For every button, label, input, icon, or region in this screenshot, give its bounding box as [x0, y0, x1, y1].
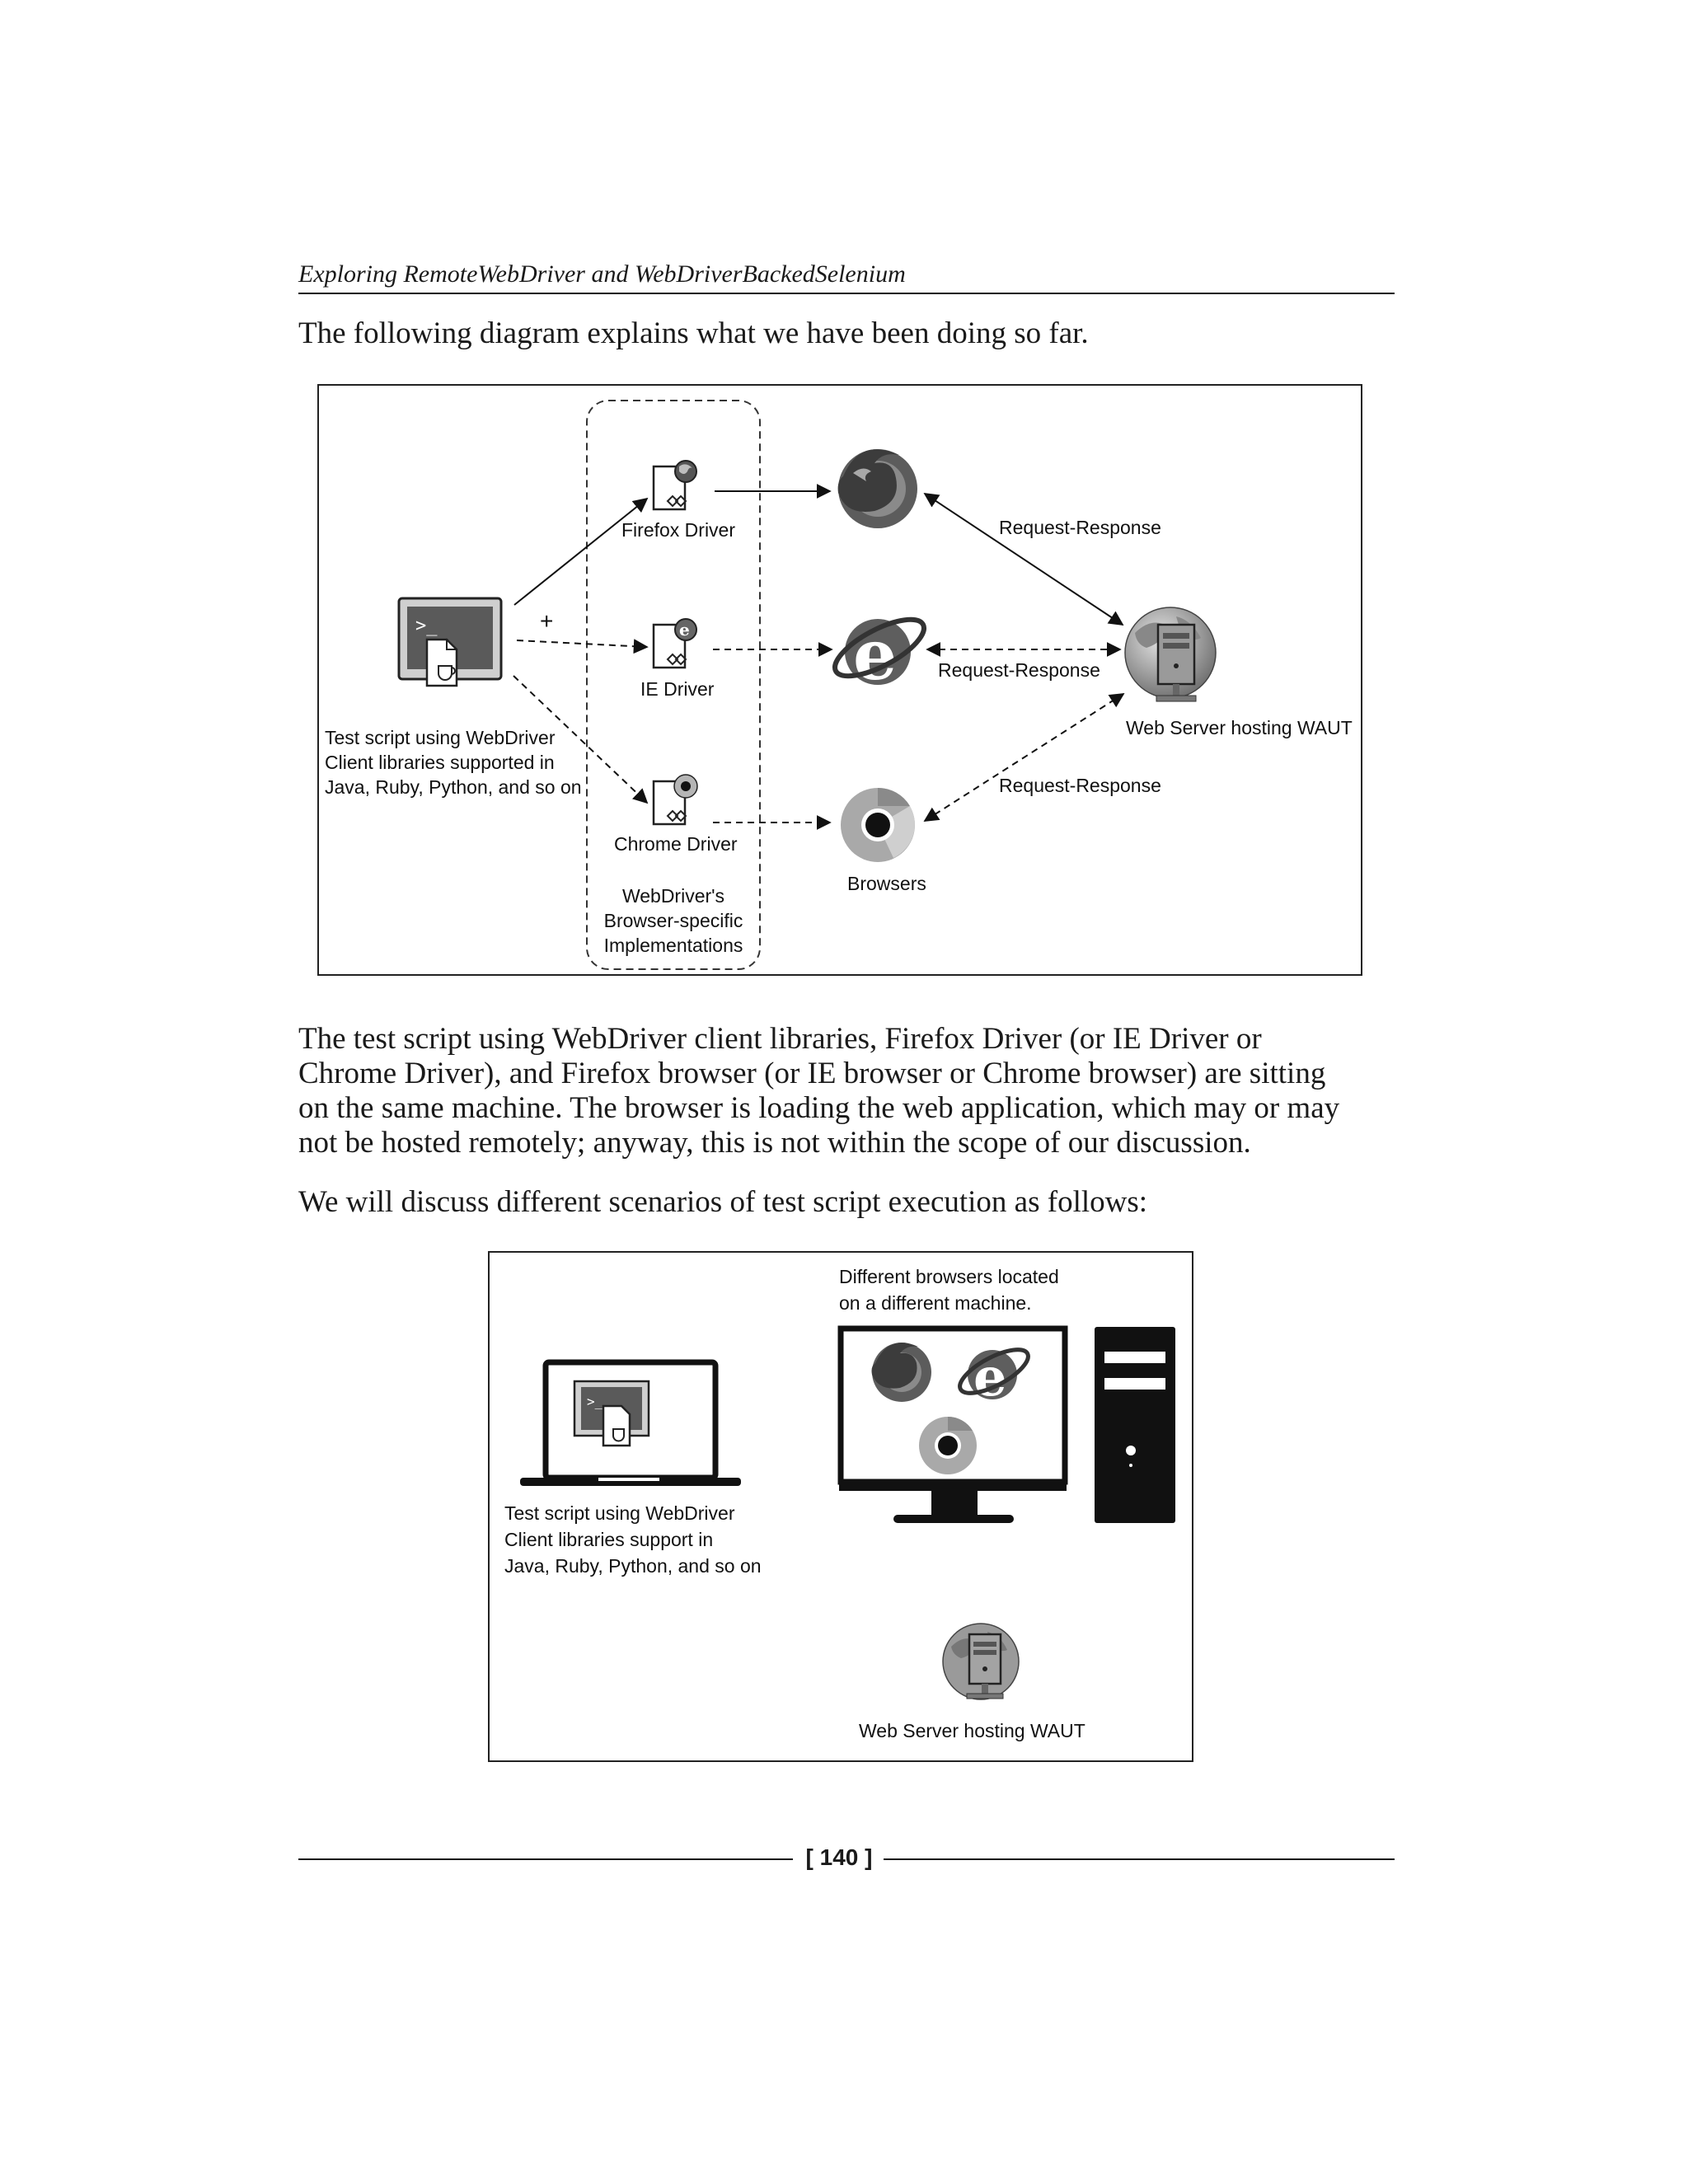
arrow-script-to-chrome-driver	[513, 675, 649, 804]
web-server-globe-icon	[1124, 607, 1217, 702]
footer-rule-right	[884, 1858, 1395, 1860]
request-response-middle-label: Request-Response	[938, 659, 1100, 681]
svg-text:e: e	[853, 614, 897, 696]
chrome-driver-icon	[652, 774, 698, 826]
test-script-label: Test script using WebDriver Client libra…	[504, 1502, 762, 1577]
svg-text:>_: >_	[415, 616, 438, 636]
arrow-script-to-ie-driver	[516, 639, 649, 654]
scenarios-intro: We will discuss different scenarios of t…	[298, 1185, 1148, 1219]
arrow-script-to-firefox-driver	[513, 497, 649, 606]
browsers-label: Browsers	[847, 873, 926, 894]
firefox-browser-icon	[837, 449, 917, 528]
chrome-browser-icon	[841, 787, 915, 862]
firefox-driver-icon	[652, 460, 697, 511]
chrome-browser-icon	[919, 1417, 977, 1474]
arrow-firefox-server	[923, 493, 1124, 626]
different-browsers-label: Different browsers located on a differen…	[839, 1266, 1059, 1314]
web-server-label: Web Server hosting WAUT	[859, 1720, 1085, 1741]
footer-rule-left	[298, 1858, 793, 1860]
desktop-tower-icon	[1095, 1327, 1175, 1523]
web-server-globe-icon	[942, 1623, 1020, 1700]
test-script-label: Test script using WebDriver Client libra…	[325, 727, 582, 798]
page-number: [ 140 ]	[805, 1844, 873, 1870]
ie-driver-label: IE Driver	[640, 678, 715, 700]
web-server-label: Web Server hosting WAUT	[1126, 717, 1353, 738]
architecture-diagram: >_ e	[317, 384, 1362, 976]
firefox-driver-label: Firefox Driver	[621, 519, 736, 541]
test-script-terminal-icon: >_	[397, 597, 503, 687]
plus-label: +	[540, 608, 554, 634]
header-rule	[298, 293, 1395, 294]
ie-driver-icon: e	[652, 618, 697, 669]
body-paragraph: The test script using WebDriver client l…	[298, 1022, 1340, 1160]
ie-browser-icon: e	[832, 614, 926, 696]
request-response-top-label: Request-Response	[999, 517, 1161, 538]
intro-paragraph: The following diagram explains what we h…	[298, 316, 1089, 350]
running-header: Exploring RemoteWebDriver and WebDriverB…	[298, 260, 906, 288]
firefox-browser-icon	[871, 1343, 931, 1402]
architecture-diagram-graphics: >_ e	[397, 400, 1217, 970]
svg-text:e: e	[679, 620, 690, 640]
laptop-icon: >_	[520, 1359, 741, 1486]
arrow-chrome-server	[923, 693, 1125, 822]
implementations-container	[586, 400, 761, 970]
chrome-driver-label: Chrome Driver	[614, 833, 738, 855]
scenario-diagram: >_ e	[488, 1251, 1193, 1762]
scenario-diagram-graphics: >_ e	[520, 1325, 1175, 1700]
request-response-bottom-label: Request-Response	[999, 775, 1161, 796]
svg-text:>_: >_	[587, 1394, 603, 1409]
ie-browser-icon: e	[958, 1347, 1030, 1408]
implementations-label: WebDriver's Browser-specific Implementat…	[603, 885, 743, 956]
